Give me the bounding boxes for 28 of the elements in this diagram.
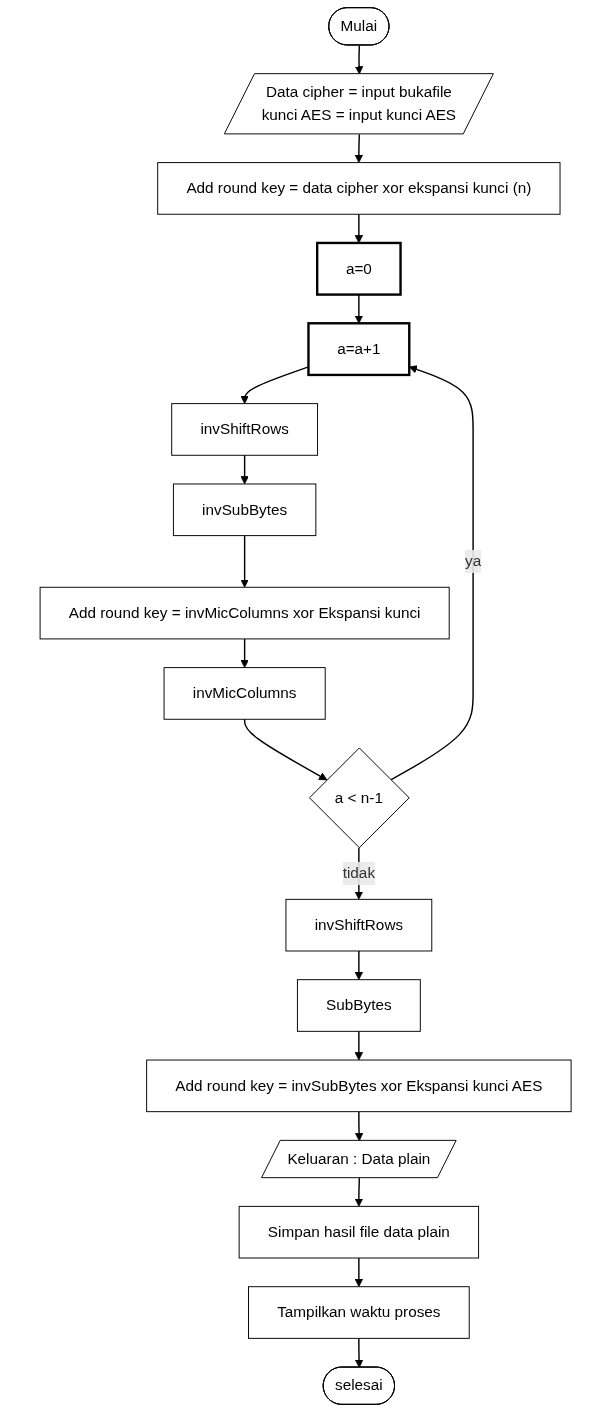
arrow — [240, 534, 249, 588]
node-box: Add round key = invSubBytes xor Ekspansi kunci AES — [146, 1059, 572, 1113]
arrow — [354, 1257, 363, 1288]
arrow — [354, 133, 363, 163]
node-diamond: a < n-1 — [308, 747, 410, 849]
node-box: invShiftRows — [285, 898, 433, 952]
node-box: SubBytes — [296, 979, 421, 1032]
arrow — [354, 950, 363, 981]
node-box: Tampilkan waktu proses — [247, 1286, 470, 1339]
edge-label: tidak — [342, 864, 375, 882]
arrow — [243, 718, 328, 781]
edge-label: ya — [464, 552, 482, 570]
node-box: invShiftRows — [171, 403, 318, 456]
node-box: a=0 — [315, 241, 402, 296]
arrow — [240, 638, 249, 668]
node-box: Add round key = invMicColumns xor Ekspansi kunci — [39, 586, 450, 640]
arrow — [354, 1110, 364, 1142]
arrow — [354, 1177, 363, 1207]
node-box: Simpan hasil file data plain — [238, 1205, 479, 1259]
node-box: a=a+1 — [307, 322, 411, 377]
arrow — [354, 44, 364, 75]
arrow — [240, 454, 249, 485]
node-box: invSubBytes — [172, 483, 317, 537]
arrow — [354, 1030, 363, 1061]
arrow — [389, 365, 474, 781]
node-box: invMicColumns — [163, 667, 326, 720]
node-box: Add round key = data cipher xor ekspansi kunci (n) — [157, 162, 561, 215]
arrow — [354, 1337, 364, 1368]
